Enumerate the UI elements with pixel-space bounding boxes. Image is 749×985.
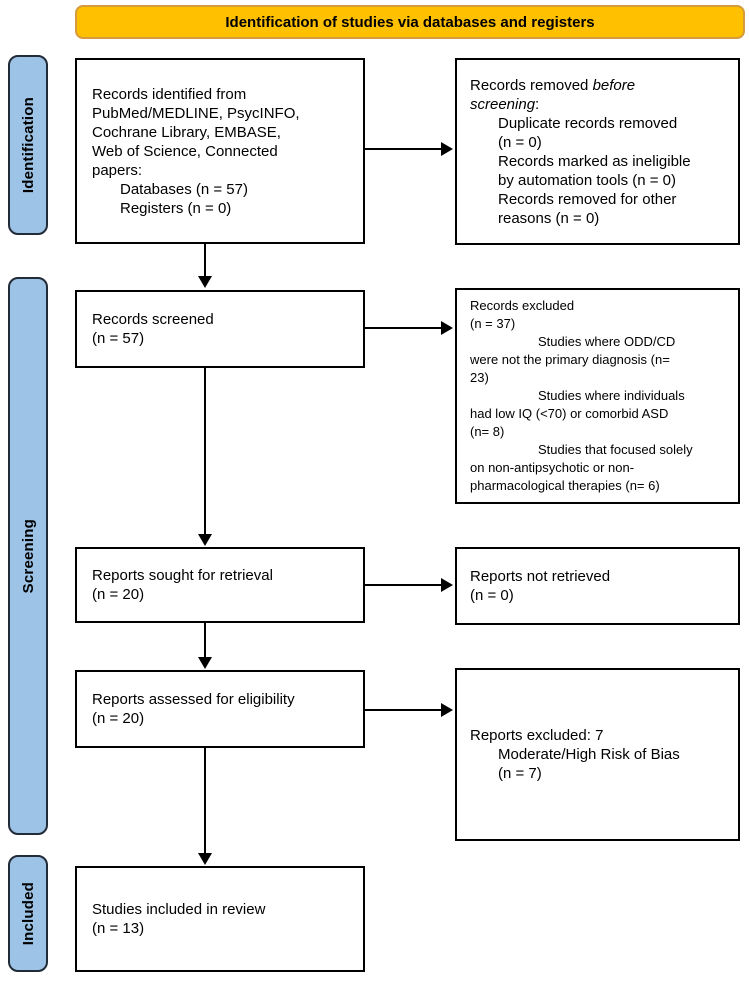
text-line: screening: (470, 95, 730, 114)
text-line: (n= 8) (470, 424, 505, 439)
banner-title: Identification of studies via databases … (75, 5, 745, 39)
text-line: (n = 20) (92, 586, 145, 603)
text-line: Records screened (92, 311, 214, 328)
text-line: Records excluded (470, 298, 575, 313)
text-line: PubMed/MEDLINE, PsycINFO, (92, 104, 300, 122)
stage-label-screening: Screening (8, 277, 48, 835)
text-line: Reports sought for retrieval (92, 567, 273, 584)
arrow-down-icon (198, 276, 212, 288)
text-segment: : (535, 95, 540, 113)
text-line: Cochrane Library, EMBASE, (92, 123, 281, 141)
text-line: were not the primary diagnosis (n= (470, 352, 670, 367)
text-line: Reports not retrieved (470, 568, 611, 585)
text-line: on non-antipsychotic or non- (470, 460, 635, 475)
arrow-down-icon (198, 657, 212, 669)
banner-title-text: Identification of studies via databases … (225, 13, 595, 31)
connector-sought-to-not-retrieved (365, 584, 443, 586)
box-reports-not-retrieved: Reports not retrieved (n = 0) (455, 547, 740, 625)
text-line: Databases (n = 57) (120, 180, 248, 198)
stage-label-identification: Identification (8, 55, 48, 235)
text-segment-italic: screening (470, 95, 536, 113)
arrow-right-icon (441, 578, 453, 592)
text-line: pharmacological therapies (n= 6) (470, 478, 660, 493)
arrow-down-icon (198, 534, 212, 546)
arrow-down-icon (198, 853, 212, 865)
box-studies-included: Studies included in review (n = 13) (75, 866, 365, 972)
box-reports-excluded: Reports excluded: 7 Moderate/High Risk o… (455, 668, 740, 841)
text-line: Duplicate records removed (498, 114, 678, 132)
text-line: (n = 0) (470, 587, 514, 604)
text-line: Records identified from (92, 85, 247, 103)
stage-label-included: Included (8, 855, 48, 972)
text-line: had low IQ (<70) or comorbid ASD (470, 406, 669, 421)
text-line: (n = 7) (498, 765, 542, 782)
text-line: Studies that focused solely (538, 442, 693, 457)
box-records-excluded: Records excluded (n = 37) Studies where … (455, 288, 740, 504)
text-line: Reports excluded: 7 (470, 727, 604, 744)
text-line: (n = 13) (92, 920, 145, 937)
box-reports-assessed: Reports assessed for eligibility (n = 20… (75, 670, 365, 748)
text-line: Studies where individuals (538, 388, 685, 403)
arrow-right-icon (441, 321, 453, 335)
stage-label-screening-text: Screening (19, 518, 37, 594)
text-line: Records removed before (470, 76, 730, 95)
connector-screened-to-excluded (365, 327, 443, 329)
connector-assessed-to-reports-excluded (365, 709, 443, 711)
connector-identified-to-screened (204, 244, 206, 278)
text-line: Reports assessed for eligibility (92, 691, 295, 708)
box-reports-sought: Reports sought for retrieval (n = 20) (75, 547, 365, 623)
text-line: (n = 37) (470, 316, 516, 331)
stage-label-identification-text: Identification (19, 96, 37, 194)
text-line: Records marked as ineligible (498, 152, 691, 170)
text-line: Studies where ODD/CD (538, 334, 676, 349)
text-line: 23) (470, 370, 489, 385)
text-line: Web of Science, Connected (92, 142, 278, 160)
arrow-right-icon (441, 142, 453, 156)
box-records-identified: Records identified from PubMed/MEDLINE, … (75, 58, 365, 244)
text-segment: Records removed (470, 76, 593, 94)
text-line: Studies included in review (92, 901, 266, 918)
box-records-removed: Records removed before screening: Duplic… (455, 58, 740, 245)
connector-sought-to-assessed (204, 623, 206, 658)
text-line: reasons (n = 0) (498, 209, 600, 227)
connector-assessed-to-included (204, 748, 206, 854)
text-line: (n = 0) (498, 133, 542, 151)
text-line: (n = 20) (92, 710, 145, 727)
text-line: papers: (92, 161, 143, 179)
text-line: Records removed for other (498, 190, 677, 208)
text-line: Registers (n = 0) (120, 199, 232, 217)
text-line: by automation tools (n = 0) (498, 171, 677, 189)
text-segment-italic: before (592, 76, 636, 94)
box-records-screened: Records screened (n = 57) (75, 290, 365, 368)
text-line: Moderate/High Risk of Bias (498, 746, 680, 763)
arrow-right-icon (441, 703, 453, 717)
connector-identified-to-removed (365, 148, 443, 150)
stage-label-included-text: Included (19, 881, 37, 946)
connector-screened-to-sought (204, 368, 206, 536)
text-line: (n = 57) (92, 330, 145, 347)
